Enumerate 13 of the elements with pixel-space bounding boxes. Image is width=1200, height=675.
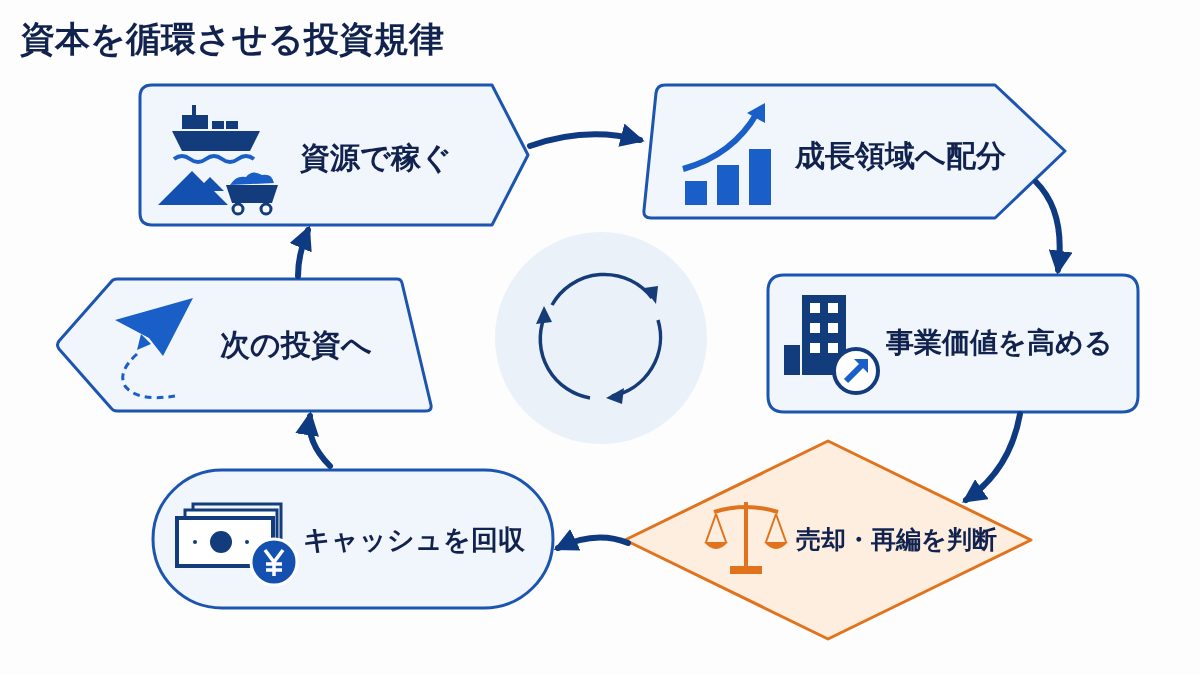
step-label: キャッシュを回収 — [303, 525, 525, 555]
arrow — [553, 529, 631, 552]
title: 資本を循環させる投資規律 — [20, 18, 444, 60]
arrow — [289, 225, 312, 279]
step-label: 資源で稼ぐ — [300, 140, 452, 174]
arrow — [1033, 179, 1073, 275]
step-label: 成長領域へ配分 — [795, 138, 1006, 172]
arrow — [296, 411, 333, 469]
step-label: 次の投資へ — [220, 327, 372, 361]
step-label: 売却・再編を判断 — [796, 526, 997, 554]
step-label: 事業価値を高める — [886, 327, 1113, 359]
arrow — [962, 411, 1023, 503]
arrow — [527, 123, 645, 149]
